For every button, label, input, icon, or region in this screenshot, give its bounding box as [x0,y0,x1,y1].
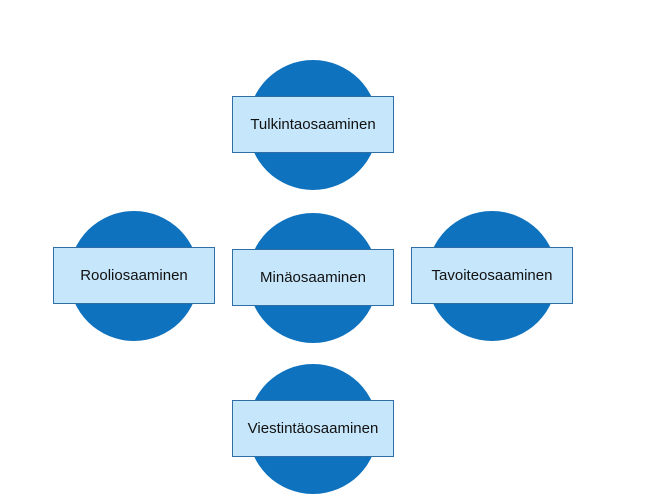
node-label: Tavoiteosaaminen [411,247,573,304]
node-label: Tulkintaosaaminen [232,96,394,153]
node-rooliosaaminen: Rooliosaaminen [53,211,215,343]
node-label: Viestintäosaaminen [232,400,394,457]
node-label: Minäosaaminen [232,249,394,306]
node-viestintaosaaminen: Viestintäosaaminen [232,364,394,496]
node-tulkintaosaaminen: Tulkintaosaaminen [232,60,394,192]
node-label: Rooliosaaminen [53,247,215,304]
node-tavoiteosaaminen: Tavoiteosaaminen [411,211,573,343]
node-minaosaaminen: Minäosaaminen [232,213,394,345]
